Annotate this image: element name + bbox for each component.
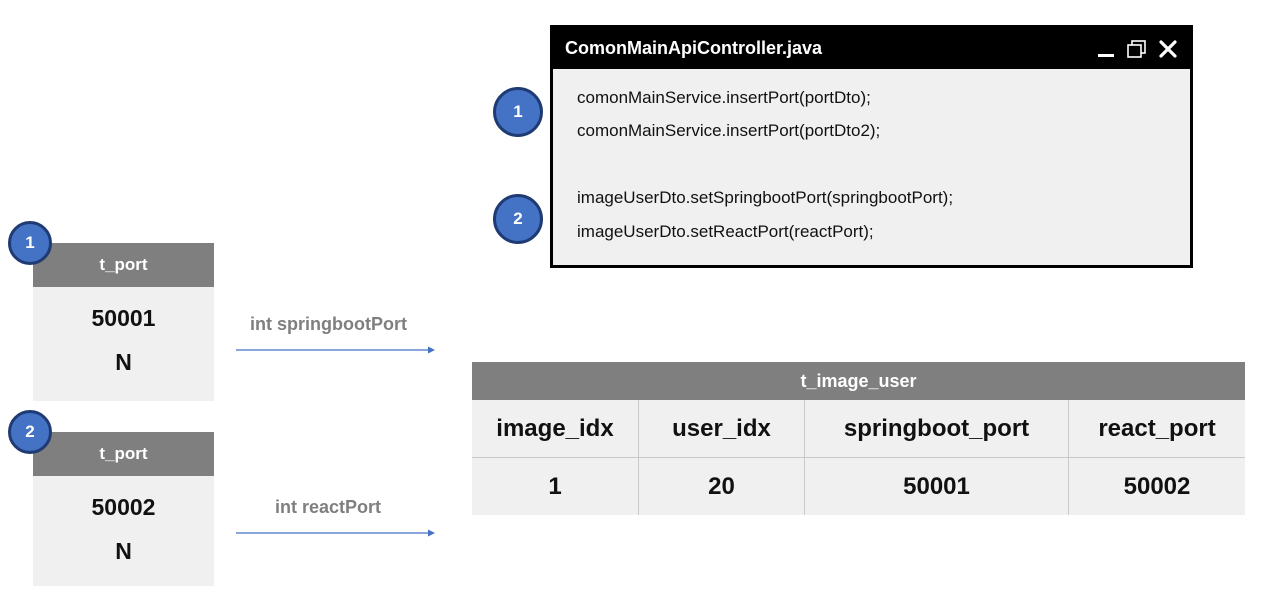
code-line: imageUserDto.setReactPort(reactPort); xyxy=(577,222,874,241)
table-row: 1 20 50001 50002 xyxy=(472,457,1245,515)
port-value: 50002 xyxy=(91,494,156,520)
t-port-card-1: t_port 50001 N xyxy=(33,243,214,401)
table-header-row: image_idx user_idx springboot_port react… xyxy=(472,400,1245,457)
column-header: react_port xyxy=(1098,414,1216,442)
table-cell: 1 xyxy=(472,458,639,515)
arrow-react xyxy=(236,529,435,537)
code-badge-2: 2 xyxy=(493,194,543,244)
t-port-header: t_port xyxy=(33,432,214,476)
restore-icon[interactable] xyxy=(1126,39,1148,59)
code-line: comonMainService.insertPort(portDto); xyxy=(577,88,871,107)
code-line: comonMainService.insertPort(portDto2); xyxy=(577,121,881,140)
code-window: ComonMainApiController.java comonMainSer… xyxy=(550,25,1193,268)
window-title: ComonMainApiController.java xyxy=(565,38,823,58)
column-header: springboot_port xyxy=(805,400,1069,457)
table-cell: 20 xyxy=(639,458,805,515)
arrow-springboot xyxy=(236,346,435,354)
minimize-icon[interactable] xyxy=(1096,39,1116,59)
flag-value: N xyxy=(115,349,132,375)
close-icon[interactable] xyxy=(1158,39,1178,59)
code-badge-1: 1 xyxy=(493,87,543,137)
arrow-label-springboot: int springbootPort xyxy=(250,314,407,334)
t-port-card-2: t_port 50002 N xyxy=(33,432,214,586)
table-cell: 50001 xyxy=(805,458,1069,515)
window-titlebar: ComonMainApiController.java xyxy=(553,28,1190,69)
step-badge-1: 1 xyxy=(8,221,52,265)
step-badge-2: 2 xyxy=(8,410,52,454)
arrow-label-react: int reactPort xyxy=(275,497,382,517)
table-cell: 50002 xyxy=(1123,472,1191,500)
table-title: t_image_user xyxy=(472,362,1245,400)
t-port-header: t_port xyxy=(33,243,214,287)
port-value: 50001 xyxy=(91,305,156,331)
column-header: user_idx xyxy=(639,400,805,457)
column-header: image_idx xyxy=(472,400,639,457)
flag-value: N xyxy=(115,538,132,564)
image-user-table: t_image_user image_idx user_idx springbo… xyxy=(472,362,1245,515)
code-line: imageUserDto.setSpringbootPort(springboo… xyxy=(577,188,954,207)
